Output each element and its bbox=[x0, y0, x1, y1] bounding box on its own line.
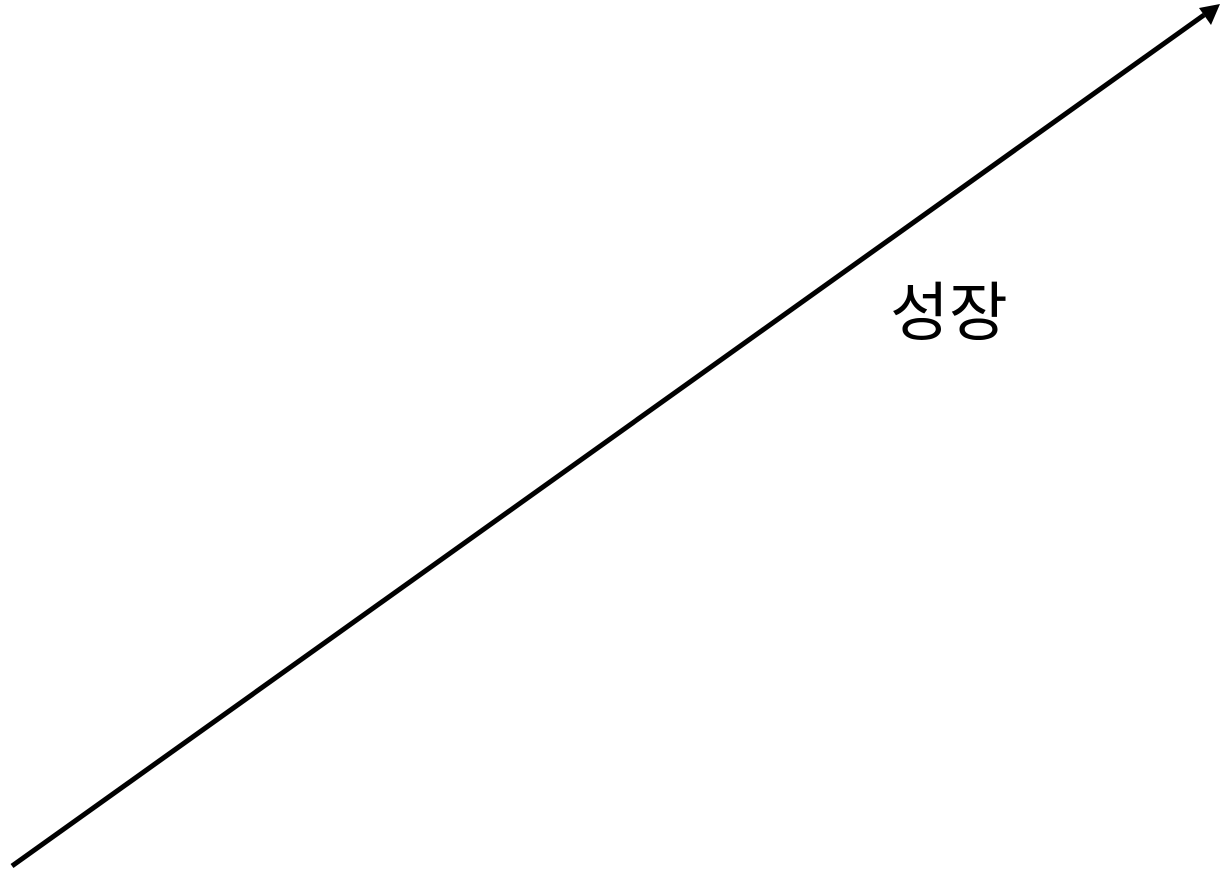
arrowhead-icon bbox=[1199, 4, 1220, 25]
growth-arrow-line bbox=[10, 12, 1206, 869]
growth-label: 성장 bbox=[890, 277, 1008, 351]
